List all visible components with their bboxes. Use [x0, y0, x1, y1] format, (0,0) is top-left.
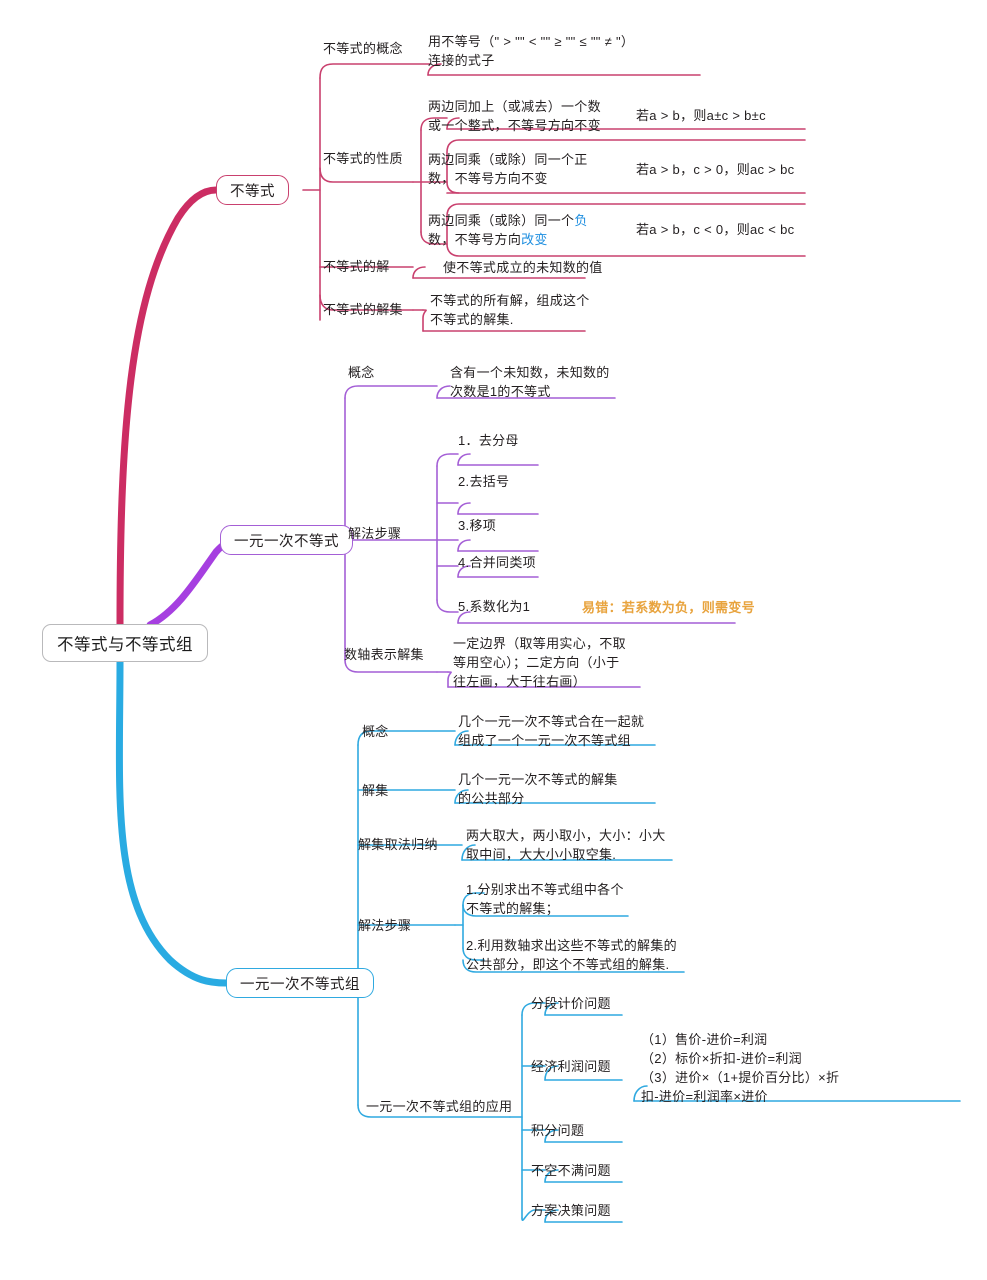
branch-node-linear-inequality-label: 一元一次不等式 — [234, 533, 339, 550]
topic-label-inequality-solution-set[interactable]: 不等式的解集 — [323, 302, 403, 317]
detail-profit-formulas: （1）售价-进价=利润 （2）标价×折扣-进价=利润 （3）进价×（1+提价百分… — [641, 1032, 840, 1104]
detail-property-3: 两边同乘（或除）同一个负 数，不等号方向改变 — [428, 211, 643, 249]
application-item-plan-decision[interactable]: 方案决策问题 — [531, 1203, 611, 1218]
root-node-label: 不等式与不等式组 — [57, 636, 193, 654]
warning-step-5: 易错：若系数为负，则需变号 — [582, 600, 755, 615]
application-item-profit[interactable]: 经济利润问题 — [531, 1059, 611, 1074]
detail-step-1: 1．去分母 — [458, 433, 519, 448]
topic-label-solution-set-rules[interactable]: 解集取法归纳 — [358, 837, 438, 852]
detail-inequality-concept: 用不等号（" > "" < "" ≥ "" ≤ "" ≠ "） 连接的式子 — [428, 34, 635, 68]
detail-property-1: 两边同加上（或减去）一个数 或一个整式，不等号方向不变 — [428, 99, 601, 133]
topic-label-system-solution-set[interactable]: 解集 — [362, 783, 389, 798]
topic-label-linear-steps[interactable]: 解法步骤 — [348, 526, 402, 541]
detail-inequality-solution: 使不等式成立的未知数的值 — [443, 260, 603, 275]
branch-node-inequality-system[interactable]: 一元一次不等式组 — [226, 968, 374, 998]
topic-label-inequality-properties[interactable]: 不等式的性质 — [323, 151, 403, 166]
formula-property-2: 若a > b，c > 0，则ac > bc — [636, 162, 795, 177]
detail-system-concept: 几个一元一次不等式合在一起就 组成了一个一元一次不等式组 — [458, 714, 645, 748]
topic-label-system-concept[interactable]: 概念 — [362, 724, 389, 739]
topic-label-inequality-concept[interactable]: 不等式的概念 — [323, 41, 403, 56]
topic-label-numberline[interactable]: 数轴表示解集 — [344, 647, 424, 662]
detail-inequality-solution-set: 不等式的所有解，组成这个 不等式的解集. — [430, 293, 590, 327]
detail-system-solution-set: 几个一元一次不等式的解集 的公共部分 — [458, 772, 618, 806]
detail-numberline: 一定边界（取等用实心，不取 等用空心）；二定方向（小于 往左画，大于往右画） — [453, 636, 626, 689]
detail-property-3-highlight-change: 改变 — [521, 232, 548, 247]
application-item-points[interactable]: 积分问题 — [531, 1123, 585, 1138]
detail-step-2: 2.去括号 — [458, 474, 510, 489]
detail-step-5: 5.系数化为1 — [458, 599, 531, 614]
topic-label-system-steps[interactable]: 解法步骤 — [358, 918, 412, 933]
application-item-tiered-pricing[interactable]: 分段计价问题 — [531, 996, 611, 1011]
branch-node-inequality[interactable]: 不等式 — [216, 175, 289, 205]
formula-property-3: 若a > b，c < 0，则ac < bc — [636, 222, 795, 237]
application-item-not-empty-not-full[interactable]: 不空不满问题 — [531, 1163, 611, 1178]
formula-property-1: 若a > b，则a±c > b±c — [636, 108, 766, 123]
topic-label-inequality-solution[interactable]: 不等式的解 — [323, 259, 390, 274]
detail-step-3: 3.移项 — [458, 518, 497, 533]
root-node[interactable]: 不等式与不等式组 — [42, 624, 208, 662]
branch-node-inequality-system-label: 一元一次不等式组 — [240, 976, 360, 993]
topic-label-system-applications[interactable]: 一元一次不等式组的应用 — [366, 1099, 513, 1114]
detail-system-step-1: 1.分别求出不等式组中各个 不等式的解集； — [466, 882, 624, 916]
detail-property-2: 两边同乘（或除）同一个正 数，不等号方向不变 — [428, 152, 588, 186]
detail-property-3-highlight-negative: 负 — [574, 213, 588, 228]
detail-solution-set-rules: 两大取大，两小取小，大小：小大 取中间，大大小小取空集. — [466, 828, 666, 862]
detail-property-3-pre: 两边同乘（或除）同一个 — [428, 213, 575, 228]
branch-node-inequality-label: 不等式 — [230, 183, 275, 200]
detail-system-step-2: 2.利用数轴求出这些不等式的解集的 公共部分，即这个不等式组的解集. — [466, 938, 677, 972]
detail-property-3-mid: 数 — [428, 232, 442, 247]
branch-node-linear-inequality[interactable]: 一元一次不等式 — [220, 525, 353, 555]
topic-label-linear-concept[interactable]: 概念 — [348, 365, 375, 380]
detail-property-3-mid2: ，不等号方向 — [441, 232, 522, 247]
detail-step-4: 4.合并同类项 — [458, 555, 536, 570]
detail-linear-concept: 含有一个未知数，未知数的 次数是1的不等式 — [450, 365, 610, 399]
